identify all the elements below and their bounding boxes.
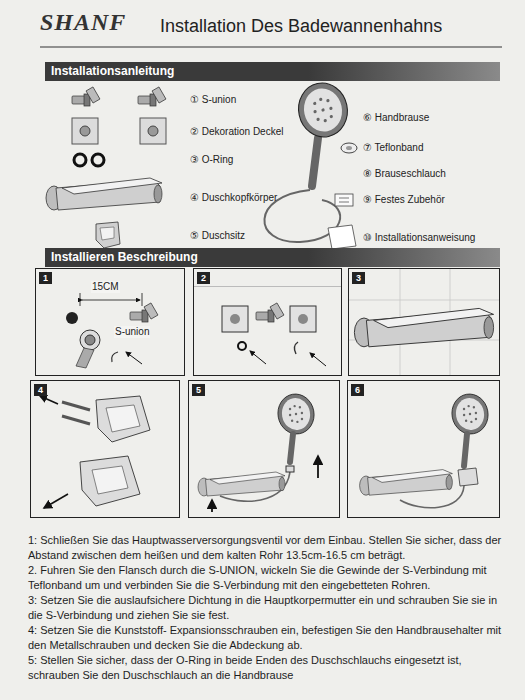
brand-logo: SHANF: [40, 9, 126, 36]
step-number: 2: [197, 272, 210, 284]
step-panel: 3: [348, 268, 500, 376]
part-label: ① S-union: [190, 94, 236, 106]
instruction-step: 3: Setzen Sie die auslaufsichere Dichtun…: [28, 593, 512, 623]
step-panel: 1 15CM S-union: [35, 268, 185, 376]
step-panel: 6: [347, 380, 500, 518]
part-label: ③ O-Ring: [190, 154, 233, 165]
part-label: ① S-union: [190, 94, 236, 105]
part-label: ⑧ Brauseschlauch: [363, 168, 446, 180]
part-label: ⑩ Installationsanweisung: [363, 232, 475, 244]
brand-logo: SHANF: [40, 9, 126, 35]
step-number: 5: [192, 384, 205, 396]
part-label: S-union: [114, 326, 150, 338]
dimension-label: 15CM: [91, 281, 120, 293]
step-panel: 4: [30, 380, 180, 518]
part-label: ③ O-Ring: [190, 154, 233, 166]
instruction-step: 5: Stellen Sie sicher, dass der O-Ring i…: [28, 653, 512, 683]
part-label: ⑦ Teflonband: [363, 142, 424, 154]
step-number: 6: [351, 384, 364, 396]
part-label: ② Dekoration Deckel: [190, 126, 283, 137]
part-label: ② Dekoration Deckel: [190, 126, 283, 138]
part-label: ⑧ Brauseschlauch: [363, 168, 446, 179]
step-panel: 2: [193, 268, 342, 376]
instruction-text: 1: Schließen Sie das Hauptwasserversorgu…: [28, 533, 512, 683]
part-label: ⑥ Handbrause: [363, 112, 429, 123]
step-panel: 5: [188, 380, 340, 518]
step-number: 1: [39, 272, 52, 284]
part-label: ④ Duschkopfkörper: [190, 192, 277, 204]
page-title: Installation Des Badewannenhahns: [160, 16, 442, 37]
part-label: ⑤ Duschsitz: [190, 230, 245, 242]
step-number: 4: [34, 384, 47, 396]
step-number: 3: [352, 272, 365, 284]
part-label: ⑩ Installationsanweisung: [363, 232, 475, 243]
instruction-step: 2. Fuhren Sie den Flansch durch die S-UN…: [28, 563, 512, 593]
instruction-step: 4: Setzen Sie die Kunststoff- Expansions…: [28, 623, 512, 653]
part-label: ④ Duschkopfkörper: [190, 192, 277, 203]
instruction-step: 1: Schließen Sie das Hauptwasserversorgu…: [28, 533, 512, 563]
section-band: Installieren Beschreibung: [45, 248, 500, 267]
part-label: ⑥ Handbrause: [363, 112, 429, 124]
part-label: ⑤ Duschsitz: [190, 230, 245, 241]
part-label: ⑦ Teflonband: [363, 142, 424, 153]
section-heading: Installieren Beschreibung: [51, 250, 198, 264]
part-label: ⑨ Festes Zubehör: [363, 194, 445, 206]
part-label: ⑨ Festes Zubehör: [363, 194, 445, 205]
section-band: Installationsanleitung: [45, 62, 500, 81]
section-heading: Installationsanleitung: [51, 64, 174, 78]
